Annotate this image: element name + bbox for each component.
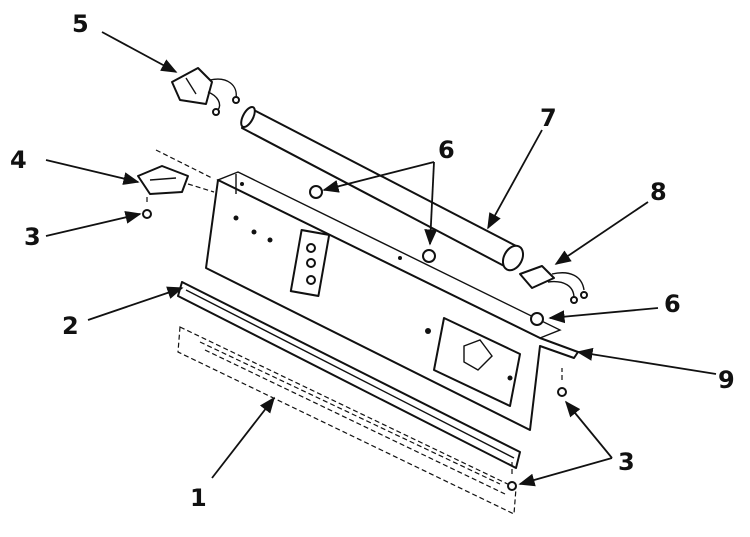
callout-2: 2	[62, 312, 79, 340]
leader-8	[554, 201, 649, 265]
callout-3-left: 3	[24, 223, 41, 251]
part-8-connector	[519, 265, 588, 304]
part-3-screws	[142, 194, 567, 491]
callout-6-top: 6	[438, 136, 455, 164]
leader-2	[87, 286, 184, 321]
leader-6-b	[424, 161, 438, 246]
part-7-tube	[240, 106, 525, 272]
callout-8: 8	[650, 178, 667, 206]
callout-6-right: 6	[664, 290, 681, 318]
callout-5: 5	[72, 10, 89, 38]
leader-3-right-a	[564, 400, 613, 459]
callout-3-right: 3	[618, 448, 635, 476]
part-5-bracket	[171, 67, 240, 116]
callout-labels: 5 4 3 2 1 6 7 8 6 9 3	[10, 10, 735, 512]
panel-window	[433, 317, 521, 407]
callout-9: 9	[718, 366, 735, 394]
part-6-nuts	[309, 185, 544, 326]
callout-7: 7	[540, 104, 557, 132]
leader-6-c	[548, 307, 659, 324]
leader-1	[211, 396, 275, 479]
part-9-panel	[205, 171, 579, 431]
part-1-dashed-strip	[177, 326, 517, 515]
callout-1: 1	[190, 484, 207, 512]
leader-7	[487, 129, 543, 230]
part-4-clip	[137, 149, 215, 195]
leader-lines	[45, 31, 717, 487]
leader-3-left	[45, 211, 142, 237]
leader-6-a	[322, 161, 435, 193]
leader-3-right-b	[518, 457, 613, 487]
leader-5	[101, 31, 178, 73]
callout-4: 4	[10, 146, 27, 174]
leader-4	[45, 159, 140, 185]
leader-9	[576, 347, 717, 375]
